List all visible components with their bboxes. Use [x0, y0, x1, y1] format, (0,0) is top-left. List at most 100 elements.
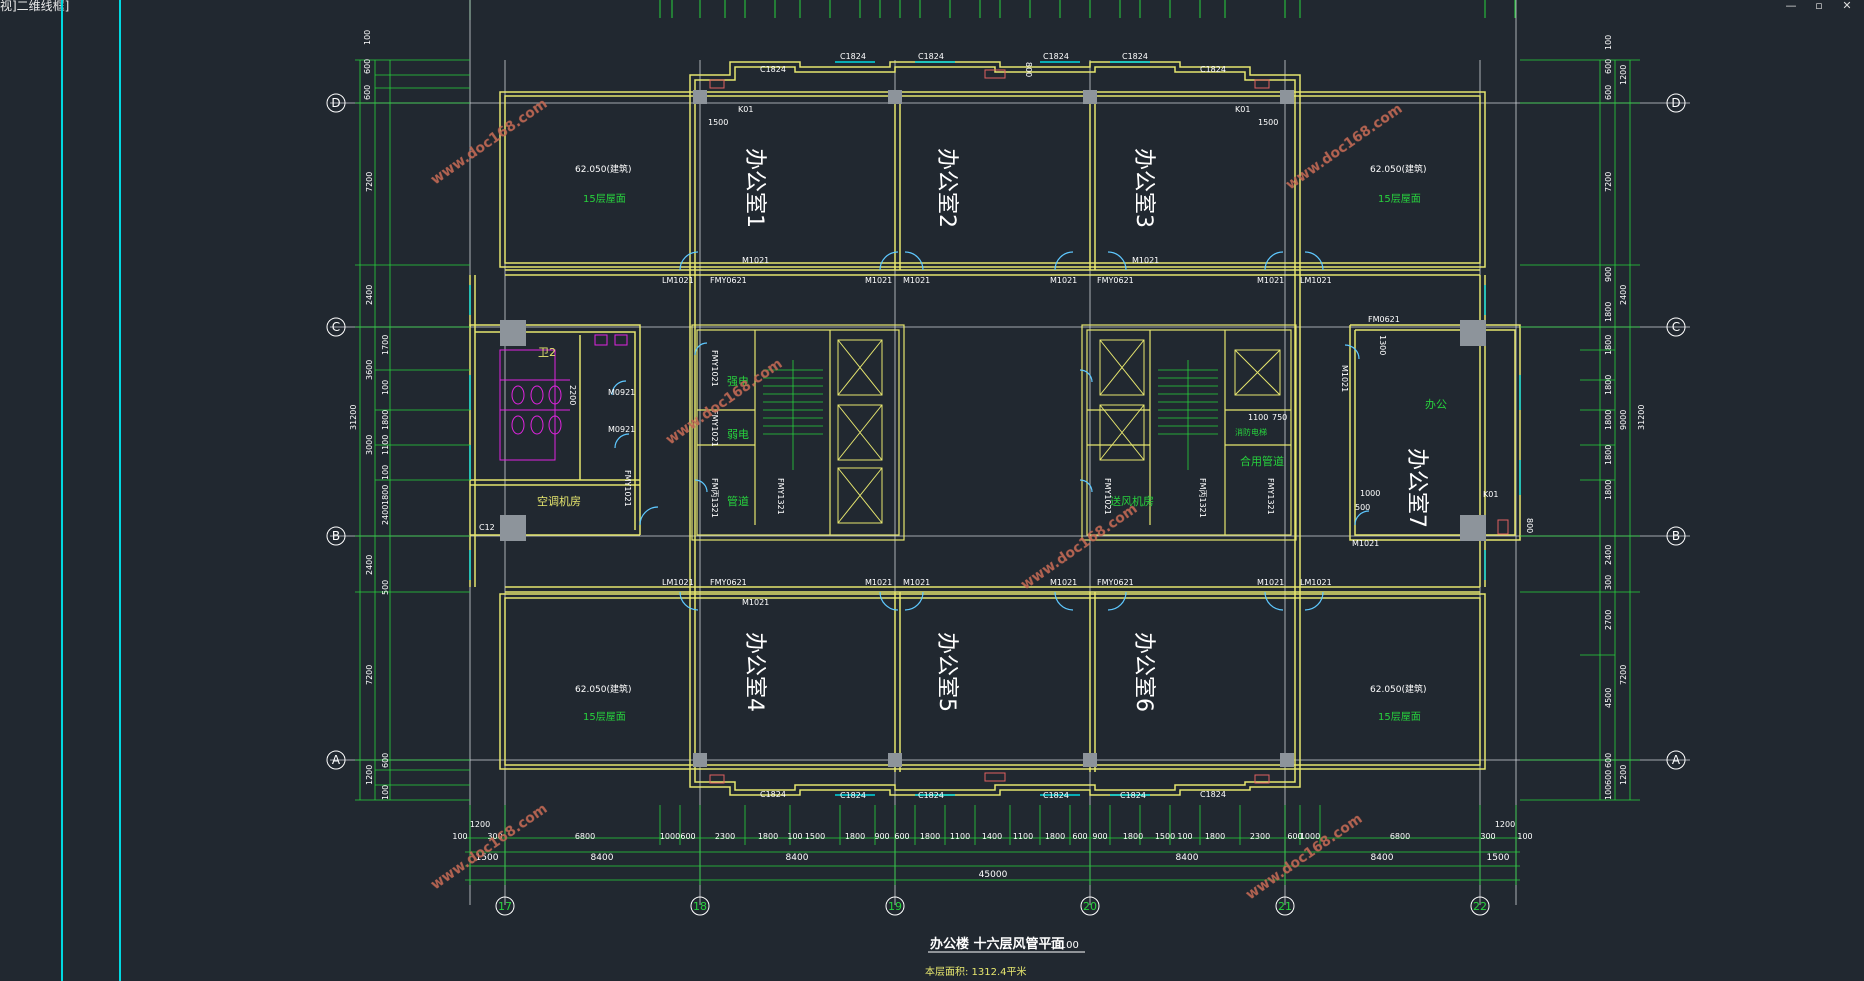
svg-text:750: 750 [1272, 413, 1287, 422]
svg-text:K01: K01 [1235, 105, 1250, 114]
svg-text:FMY1321: FMY1321 [776, 478, 785, 515]
elevator-shafts [837, 339, 1281, 524]
svg-text:M1021: M1021 [903, 578, 930, 587]
svg-text:M1021: M1021 [1050, 578, 1077, 587]
svg-text:7200: 7200 [1604, 172, 1613, 192]
svg-text:600: 600 [1287, 832, 1302, 841]
roof-note: 15层屋面 [583, 193, 626, 205]
grid-label: 20 [1083, 900, 1097, 913]
svg-text:900: 900 [1604, 267, 1613, 282]
svg-text:C1824: C1824 [760, 65, 786, 74]
svg-text:1800: 1800 [381, 485, 390, 505]
close-icon[interactable]: ✕ [1842, 0, 1852, 12]
room-label-elec: 强电 [727, 375, 749, 388]
svg-text:M0921: M0921 [608, 388, 635, 397]
drawing-scale: 1:100 [1050, 940, 1079, 951]
svg-text:1800: 1800 [758, 832, 778, 841]
svg-text:100: 100 [452, 832, 467, 841]
svg-text:1500: 1500 [1487, 853, 1510, 863]
overall-width: 45000 [979, 870, 1008, 880]
svg-text:2400: 2400 [1619, 285, 1628, 305]
viewport-label[interactable]: 视]二维线框] [0, 0, 70, 13]
svg-text:M0921: M0921 [608, 425, 635, 434]
svg-text:C1824: C1824 [1122, 52, 1148, 61]
room-label-office5: 办公室5 [934, 632, 959, 712]
svg-text:1800: 1800 [1604, 410, 1613, 430]
core-walls [691, 324, 1297, 541]
room-label-pipe-left: 管道 [727, 494, 749, 508]
svg-text:M1021: M1021 [742, 598, 769, 607]
grid-bubble-B-left [326, 526, 346, 546]
svg-text:C1824: C1824 [1043, 52, 1069, 61]
svg-text:100: 100 [381, 465, 390, 480]
svg-text:2400: 2400 [1604, 545, 1613, 565]
svg-text:LM1021: LM1021 [662, 578, 694, 587]
grid-label: 17 [498, 900, 512, 913]
room-label-office4: 办公室4 [742, 632, 767, 712]
svg-text:1800: 1800 [1604, 445, 1613, 465]
svg-text:FMY1321: FMY1321 [1266, 478, 1275, 515]
svg-text:1800: 1800 [1123, 832, 1143, 841]
svg-text:900: 900 [1092, 832, 1107, 841]
roof-note: 15层屋面 [1378, 711, 1421, 723]
grid-bubble-A-right [1666, 750, 1686, 770]
minimize-icon[interactable]: — [1785, 0, 1797, 12]
drawing-title: 办公楼 十六层风管平面 [930, 936, 1065, 952]
grid-bubbles-rows [326, 93, 1686, 770]
grid-label: D [1671, 96, 1680, 110]
svg-text:1100: 1100 [381, 435, 390, 455]
grid-label: B [1672, 529, 1680, 543]
svg-text:1200: 1200 [470, 820, 490, 829]
svg-text:600: 600 [1604, 59, 1613, 74]
svg-text:FMY0621: FMY0621 [710, 578, 747, 587]
right-dim-text: 100 600 600 1200 7200 900 2400 1800 1800… [1604, 35, 1646, 800]
bottom-dim-lines [465, 805, 1520, 885]
svg-text:2400: 2400 [365, 555, 374, 575]
svg-text:3600: 3600 [365, 360, 374, 380]
svg-text:www.doc168.com: www.doc168.com [428, 801, 550, 893]
room-label-toilet: 卫2 [538, 346, 556, 359]
grid-col-labels: 17 18 19 20 21 22 [498, 900, 1487, 913]
svg-text:1500: 1500 [708, 118, 728, 127]
svg-text:FMY1021: FMY1021 [710, 410, 719, 447]
elev-note: 62.050(建筑) [1370, 163, 1427, 175]
svg-text:6800: 6800 [575, 832, 595, 841]
svg-text:600: 600 [363, 85, 372, 100]
svg-text:M1021: M1021 [903, 276, 930, 285]
svg-text:8400: 8400 [1176, 853, 1199, 863]
svg-text:800: 800 [1525, 518, 1534, 533]
roof-notes: 62.050(建筑) 15层屋面 62.050(建筑) 15层屋面 62.050… [575, 163, 1427, 723]
svg-text:K01: K01 [1483, 490, 1498, 499]
svg-text:1100: 1100 [1013, 832, 1033, 841]
svg-text:M1021: M1021 [1340, 365, 1349, 392]
elev-note: 62.050(建筑) [575, 683, 632, 695]
svg-text:FMY0621: FMY0621 [710, 276, 747, 285]
svg-text:1800: 1800 [381, 410, 390, 430]
svg-text:FMY0621: FMY0621 [1097, 276, 1134, 285]
svg-text:1500: 1500 [1155, 832, 1175, 841]
svg-text:600: 600 [894, 832, 909, 841]
grid-label: C [1672, 320, 1680, 334]
grid-bubble-C-left [326, 317, 346, 337]
svg-text:100: 100 [1604, 785, 1613, 800]
svg-text:2300: 2300 [715, 832, 735, 841]
roof-note: 15层屋面 [583, 711, 626, 723]
svg-text:C1824: C1824 [1120, 791, 1146, 800]
svg-text:1100: 1100 [950, 832, 970, 841]
svg-text:1200: 1200 [1495, 820, 1515, 829]
svg-text:FMY0621: FMY0621 [1097, 578, 1134, 587]
svg-text:1100: 1100 [1248, 413, 1268, 422]
restore-icon[interactable]: ▫ [1815, 0, 1823, 12]
svg-text:1200: 1200 [1619, 65, 1628, 85]
svg-text:300: 300 [1604, 575, 1613, 590]
grid-label: 22 [1473, 900, 1487, 913]
svg-text:C1824: C1824 [840, 791, 866, 800]
roof-note: 15层屋面 [1378, 193, 1421, 205]
top-cutoff-ticks [469, 0, 1516, 20]
svg-text:C1824: C1824 [918, 52, 944, 61]
svg-text:FM0621: FM0621 [1368, 315, 1400, 324]
toilet-fixtures [499, 334, 628, 461]
svg-text:7200: 7200 [1619, 665, 1628, 685]
